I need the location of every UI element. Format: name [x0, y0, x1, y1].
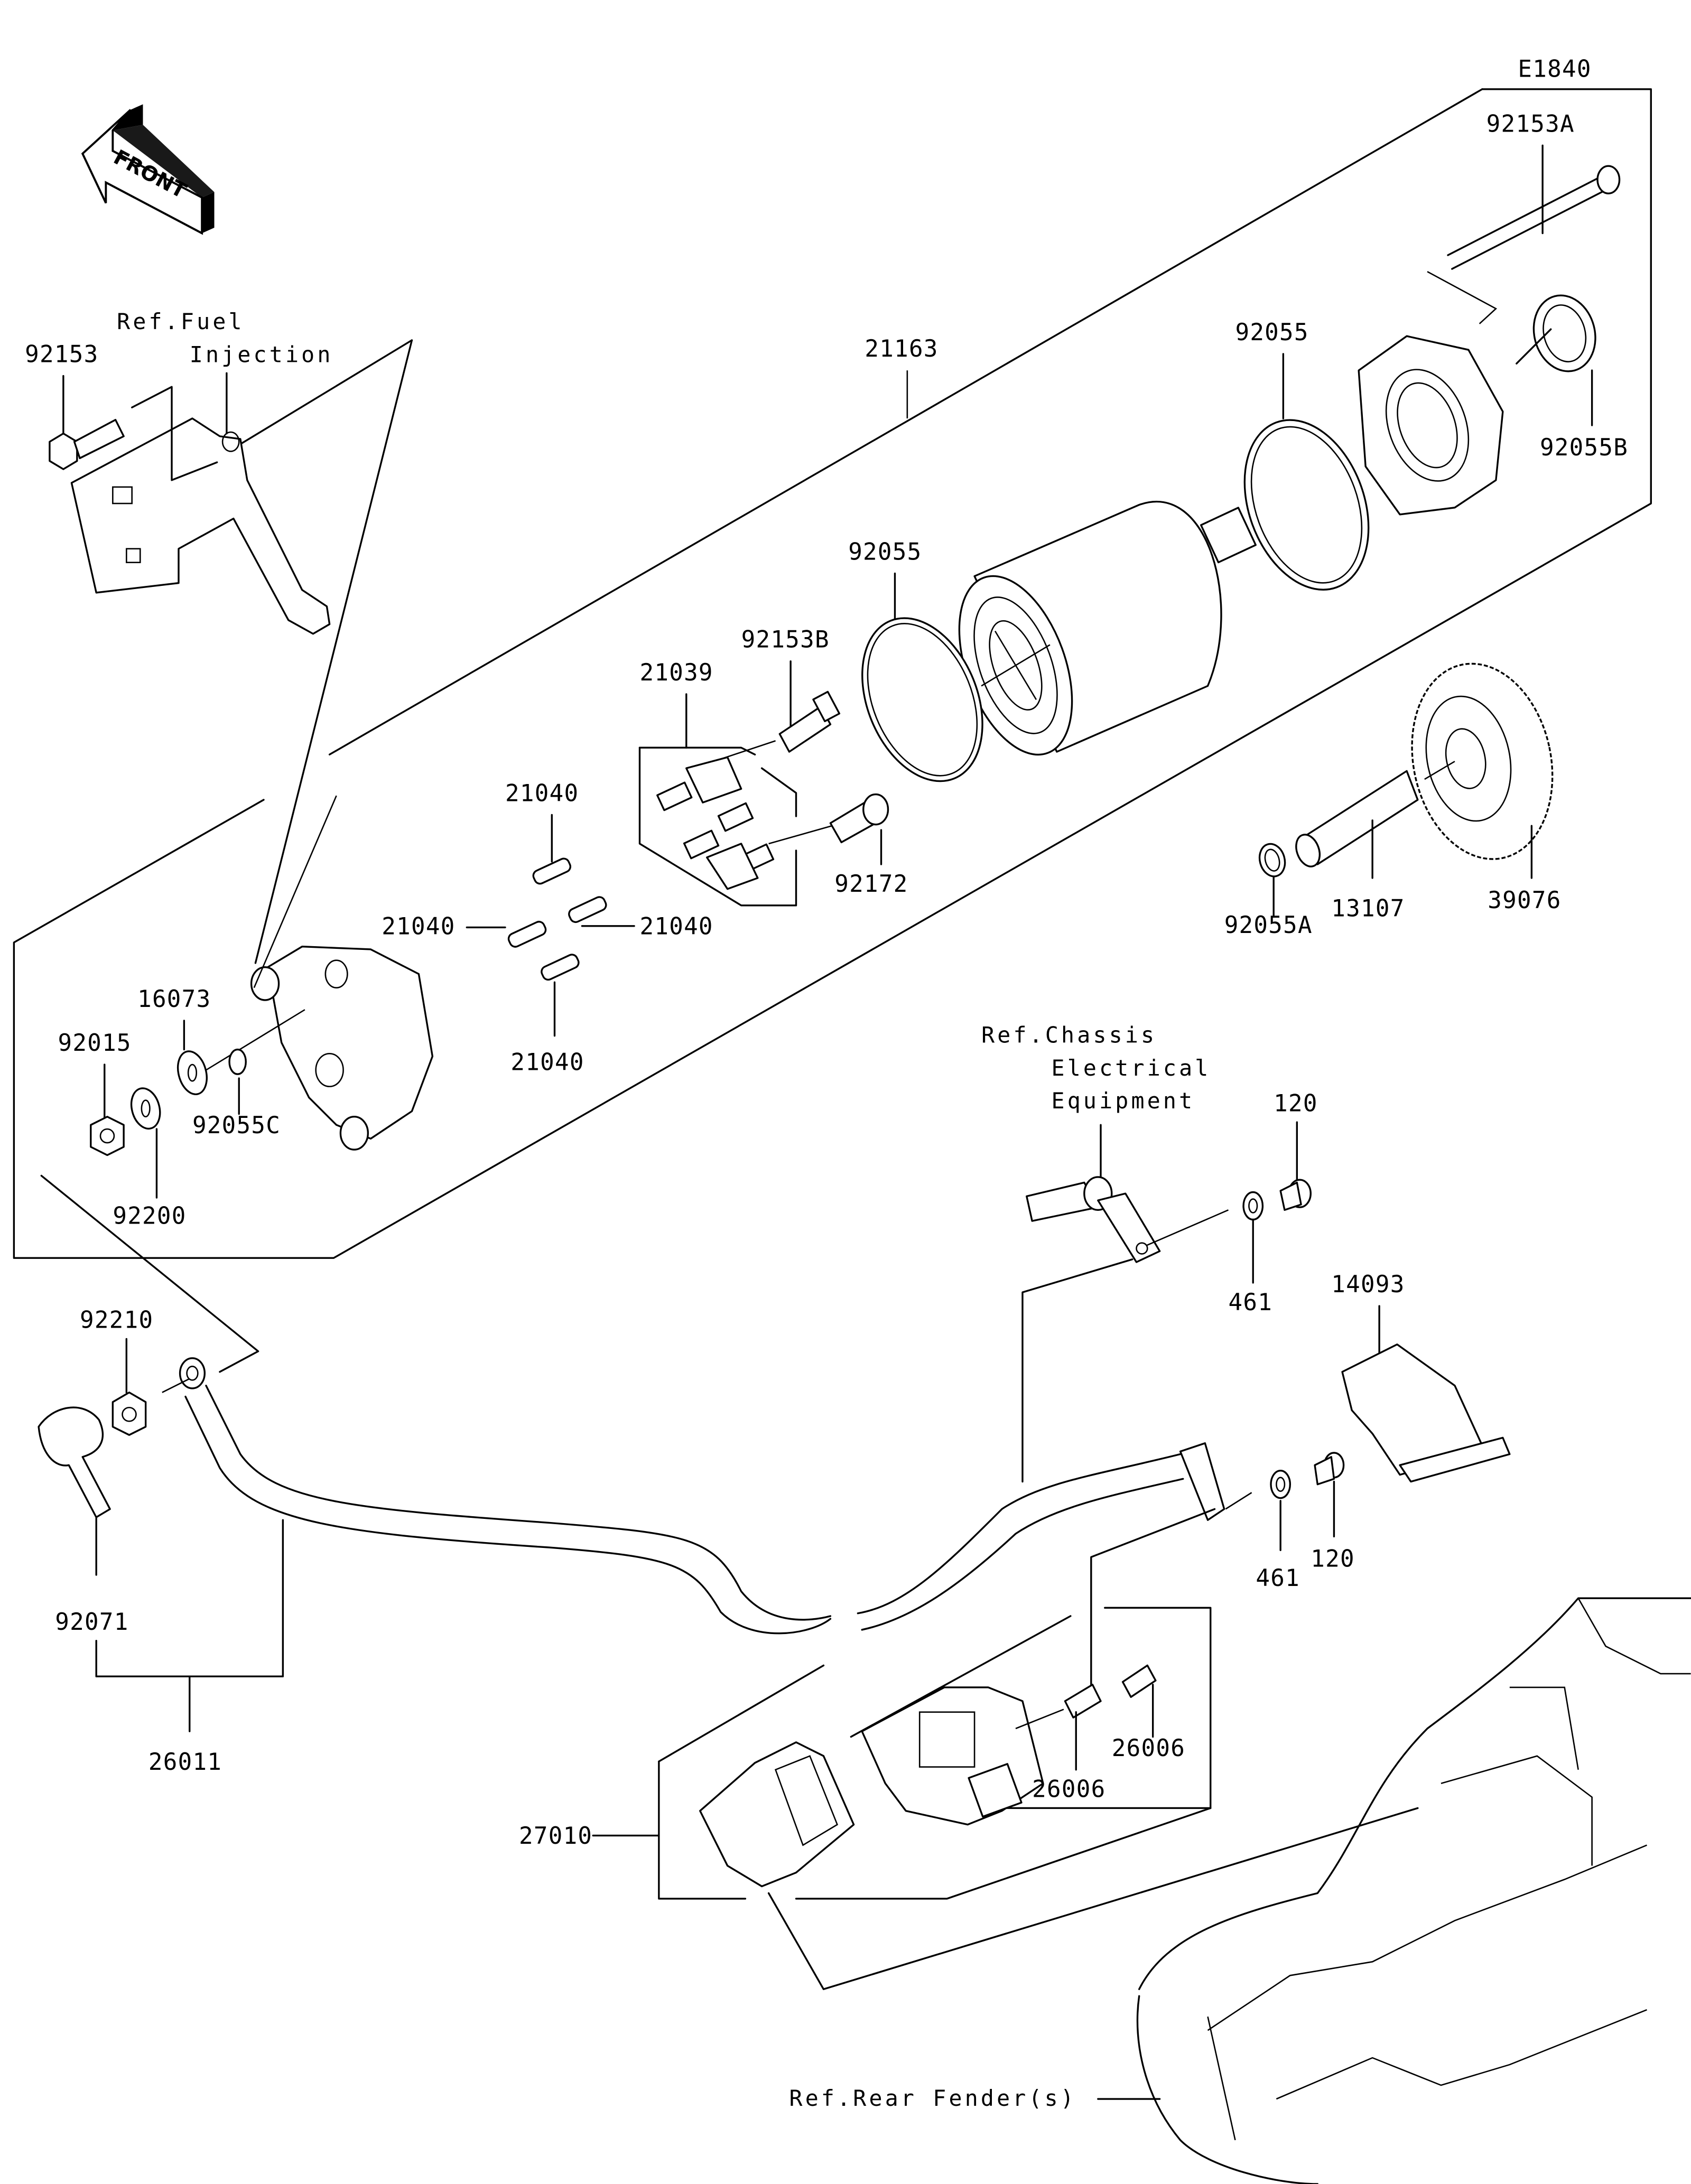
svg-text:120: 120 [1274, 1090, 1318, 1117]
rear-fender-part [1136, 1597, 1691, 2184]
spring-part [532, 857, 572, 885]
svg-text:13107: 13107 [1331, 895, 1405, 922]
svg-text:92055A: 92055A [1224, 912, 1313, 939]
front-cover-part [1358, 335, 1504, 516]
callout-21040-right[interactable]: 21040 [567, 895, 713, 940]
callout-92055A[interactable]: 92055A [1224, 841, 1313, 939]
callout-92055-top[interactable]: 92055 [1235, 319, 1308, 419]
callout-92055B[interactable]: 92055B [1516, 288, 1628, 461]
svg-text:26006: 26006 [1112, 1735, 1185, 1762]
svg-text:92200: 92200 [113, 1202, 186, 1229]
svg-text:461: 461 [1228, 1289, 1272, 1316]
callout-21040-bottom[interactable]: 21040 [510, 953, 584, 1076]
callout-39076[interactable]: 39076 [1395, 650, 1570, 914]
front-arrow-icon: FRONT [81, 104, 215, 235]
svg-text:92055: 92055 [848, 538, 922, 565]
relay-frame [658, 1607, 1419, 1990]
cable-frame-line [40, 1174, 259, 1373]
svg-text:92153A: 92153A [1486, 110, 1575, 137]
svg-text:Ref.Rear Fender(s): Ref.Rear Fender(s) [789, 2085, 1077, 2111]
callout-92153[interactable]: 92153 [25, 341, 125, 470]
callout-92153A[interactable]: 92153A [1486, 110, 1575, 235]
callout-92055C[interactable]: 92055C [192, 1048, 281, 1139]
svg-text:Injection: Injection [190, 342, 333, 368]
svg-text:21040: 21040 [382, 913, 455, 940]
svg-text:39076: 39076 [1488, 887, 1561, 914]
ref-rear-fender[interactable]: Ref.Rear Fender(s) [789, 2085, 1161, 2111]
callout-13107[interactable]: 13107 [1292, 770, 1419, 922]
callout-16073[interactable]: 16073 [137, 986, 305, 1097]
callout-21163[interactable]: 21163 [865, 335, 938, 419]
svg-text:27010: 27010 [519, 1823, 592, 1850]
svg-text:92153B: 92153B [741, 627, 830, 654]
callout-26011[interactable]: 26011 [95, 1519, 284, 1776]
motor-body-part [958, 500, 1257, 756]
callout-461-top[interactable]: 461 [1228, 1191, 1272, 1316]
callout-26006-left[interactable]: 26006 [1015, 1684, 1105, 1803]
diagram-code: E1840 [1518, 55, 1591, 82]
starter-cable-part [162, 1357, 1252, 1688]
callout-14093[interactable]: 14093 [1331, 1271, 1511, 1483]
svg-text:21039: 21039 [639, 659, 713, 686]
svg-text:92055C: 92055C [192, 1112, 281, 1139]
svg-text:461: 461 [1256, 1565, 1300, 1592]
rear-cover-part [250, 795, 434, 1151]
callout-92055-mid[interactable]: 92055 [840, 538, 1005, 799]
svg-text:92153: 92153 [25, 341, 98, 368]
svg-text:16073: 16073 [137, 986, 211, 1013]
fuel-injection-bracket-part [70, 339, 413, 964]
svg-text:21040: 21040 [505, 780, 579, 807]
svg-text:Electrical: Electrical [1052, 1055, 1211, 1081]
starter-frame [13, 88, 1652, 1259]
svg-text:21040: 21040 [510, 1049, 584, 1076]
callout-21039[interactable]: 21039 [638, 659, 797, 907]
svg-text:92071: 92071 [55, 1609, 128, 1636]
svg-text:92172: 92172 [834, 871, 908, 898]
callout-92153B[interactable]: 92153B [693, 627, 841, 769]
callout-21040-top[interactable]: 21040 [505, 780, 579, 885]
ref-chassis-electrical[interactable]: Ref.Chassis Electrical Equipment [981, 1022, 1211, 1178]
callout-120-top[interactable]: 120 [1274, 1090, 1318, 1211]
svg-text:26011: 26011 [148, 1749, 222, 1776]
callout-21040-left[interactable]: 21040 [382, 913, 547, 948]
svg-text:Ref.Fuel: Ref.Fuel [117, 309, 245, 334]
callout-92015[interactable]: 92015 [58, 1030, 131, 1156]
svg-text:21040: 21040 [639, 913, 713, 940]
svg-text:120: 120 [1311, 1545, 1355, 1572]
svg-text:92055B: 92055B [1540, 434, 1628, 461]
callout-92200[interactable]: 92200 [113, 1085, 186, 1229]
svg-text:Ref.Chassis: Ref.Chassis [981, 1022, 1157, 1048]
callout-27010[interactable]: 27010 [519, 1741, 855, 1888]
svg-text:92015: 92015 [58, 1030, 131, 1057]
svg-text:21163: 21163 [865, 335, 938, 362]
chassis-cable-terminal-part [1021, 1176, 1229, 1483]
svg-text:26006: 26006 [1032, 1776, 1105, 1803]
callout-26006-right[interactable]: 26006 [1112, 1664, 1185, 1762]
callout-120-bottom[interactable]: 120 [1311, 1452, 1355, 1573]
svg-text:92210: 92210 [80, 1307, 153, 1334]
svg-text:Equipment: Equipment [1052, 1088, 1195, 1114]
callout-92071[interactable]: 92071 [38, 1406, 128, 1636]
callout-92210[interactable]: 92210 [80, 1307, 153, 1436]
svg-text:92055: 92055 [1235, 319, 1308, 346]
callout-461-bottom[interactable]: 461 [1256, 1470, 1300, 1592]
svg-text:14093: 14093 [1331, 1271, 1405, 1298]
brush-holder-part [656, 756, 775, 890]
callout-92172[interactable]: 92172 [768, 793, 908, 898]
ref-fuel-injection[interactable]: Ref.Fuel Injection [117, 309, 333, 435]
o-ring-large-part [1243, 419, 1370, 591]
starter-relay-part [861, 1686, 1044, 1826]
long-bolt-part [1427, 165, 1621, 324]
